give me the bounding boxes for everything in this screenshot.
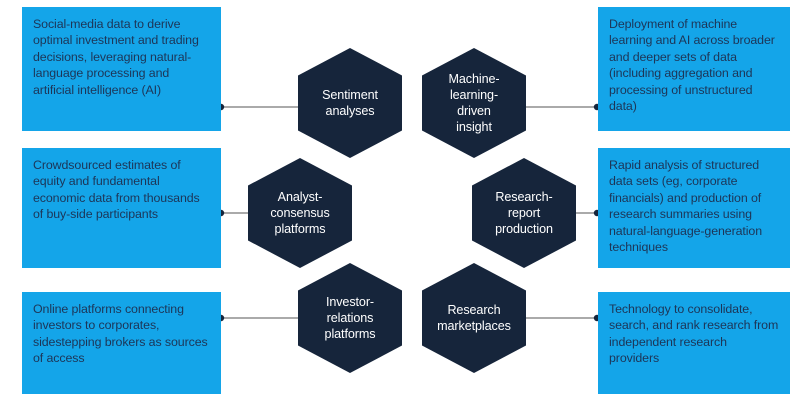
hexagon-label: Analyst- consensus platforms xyxy=(270,189,330,237)
left-box-crowdsourced-estimates: Crowdsourced estimates of equity and fun… xyxy=(22,148,221,268)
left-box-online-platforms: Online platforms connecting investors to… xyxy=(22,292,221,394)
hexagon-label: Research marketplaces xyxy=(437,302,511,333)
left-box-text: Crowdsourced estimates of equity and fun… xyxy=(33,158,200,222)
hexagon-label: Investor- relations platforms xyxy=(324,294,376,342)
right-box-text: Deployment of machine learning and AI ac… xyxy=(609,17,775,114)
left-box-text: Online platforms connecting investors to… xyxy=(33,302,208,366)
hexagon-label: Research- report production xyxy=(495,189,553,237)
hexagon-label: Machine- learning- driven insight xyxy=(448,71,500,135)
hexagon-analyst-consensus-platforms: Analyst- consensus platforms xyxy=(248,158,352,268)
right-box-rapid-analysis: Rapid analysis of structured data sets (… xyxy=(598,148,790,268)
hexagon-machine-learning-driven-insight: Machine- learning- driven insight xyxy=(422,48,526,158)
left-box-text: Social-media data to derive optimal inve… xyxy=(33,17,199,97)
hexagon-sentiment-analyses: Sentiment analyses xyxy=(298,48,402,158)
right-box-machine-learning-deployment: Deployment of machine learning and AI ac… xyxy=(598,7,790,131)
right-box-text: Technology to consolidate, search, and r… xyxy=(609,302,779,366)
right-box-technology-consolidate: Technology to consolidate, search, and r… xyxy=(598,292,790,394)
hexagon-investor-relations-platforms: Investor- relations platforms xyxy=(298,263,402,373)
right-box-text: Rapid analysis of structured data sets (… xyxy=(609,158,762,255)
left-box-social-media-data: Social-media data to derive optimal inve… xyxy=(22,7,221,131)
hexagon-research-marketplaces: Research marketplaces xyxy=(422,263,526,373)
hexagon-research-report-production: Research- report production xyxy=(472,158,576,268)
hexagon-label: Sentiment analyses xyxy=(322,87,378,118)
